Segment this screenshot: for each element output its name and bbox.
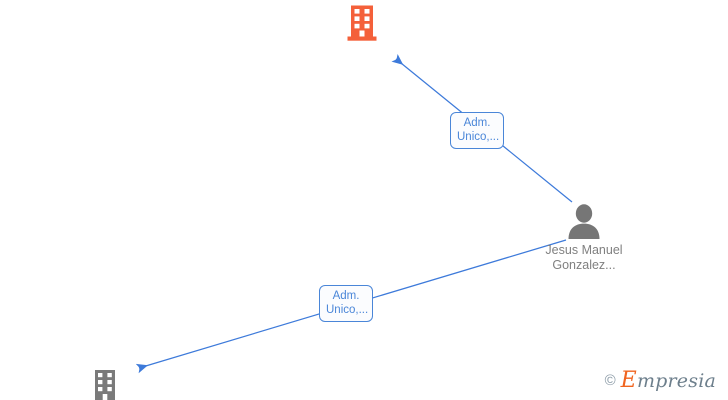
edge-label-bottom-line2: Unico,... bbox=[326, 304, 369, 316]
building-icon bbox=[346, 4, 378, 42]
watermark: © Empresia bbox=[605, 368, 716, 393]
person-label-line2: Manuel bbox=[581, 243, 623, 257]
node-company-top[interactable] bbox=[302, 4, 422, 46]
edge-label-bottom-line1: Adm. bbox=[332, 290, 360, 302]
edge-label-adm-unico-bottom[interactable]: Adm. Unico,... bbox=[319, 285, 373, 322]
edge-label-top-line1: Adm. bbox=[463, 117, 491, 129]
node-person[interactable]: Jesus Manuel Gonzalez... bbox=[524, 203, 644, 273]
brand-wordmark: Empresia bbox=[621, 368, 716, 393]
person-label-line3: Gonzalez... bbox=[552, 258, 616, 272]
building-icon bbox=[92, 370, 118, 400]
person-icon bbox=[565, 203, 603, 239]
brand-rest: mpresia bbox=[636, 370, 716, 392]
node-company-bottom[interactable] bbox=[45, 370, 165, 400]
node-person-label: Jesus Manuel Gonzalez... bbox=[536, 243, 632, 273]
edge-label-adm-unico-top[interactable]: Adm. Unico,... bbox=[450, 112, 504, 149]
edge-label-top-line2: Unico,... bbox=[457, 131, 500, 143]
brand-initial: E bbox=[620, 368, 637, 393]
copyright-icon: © bbox=[604, 372, 616, 389]
person-label-line1: Jesus bbox=[545, 243, 579, 257]
